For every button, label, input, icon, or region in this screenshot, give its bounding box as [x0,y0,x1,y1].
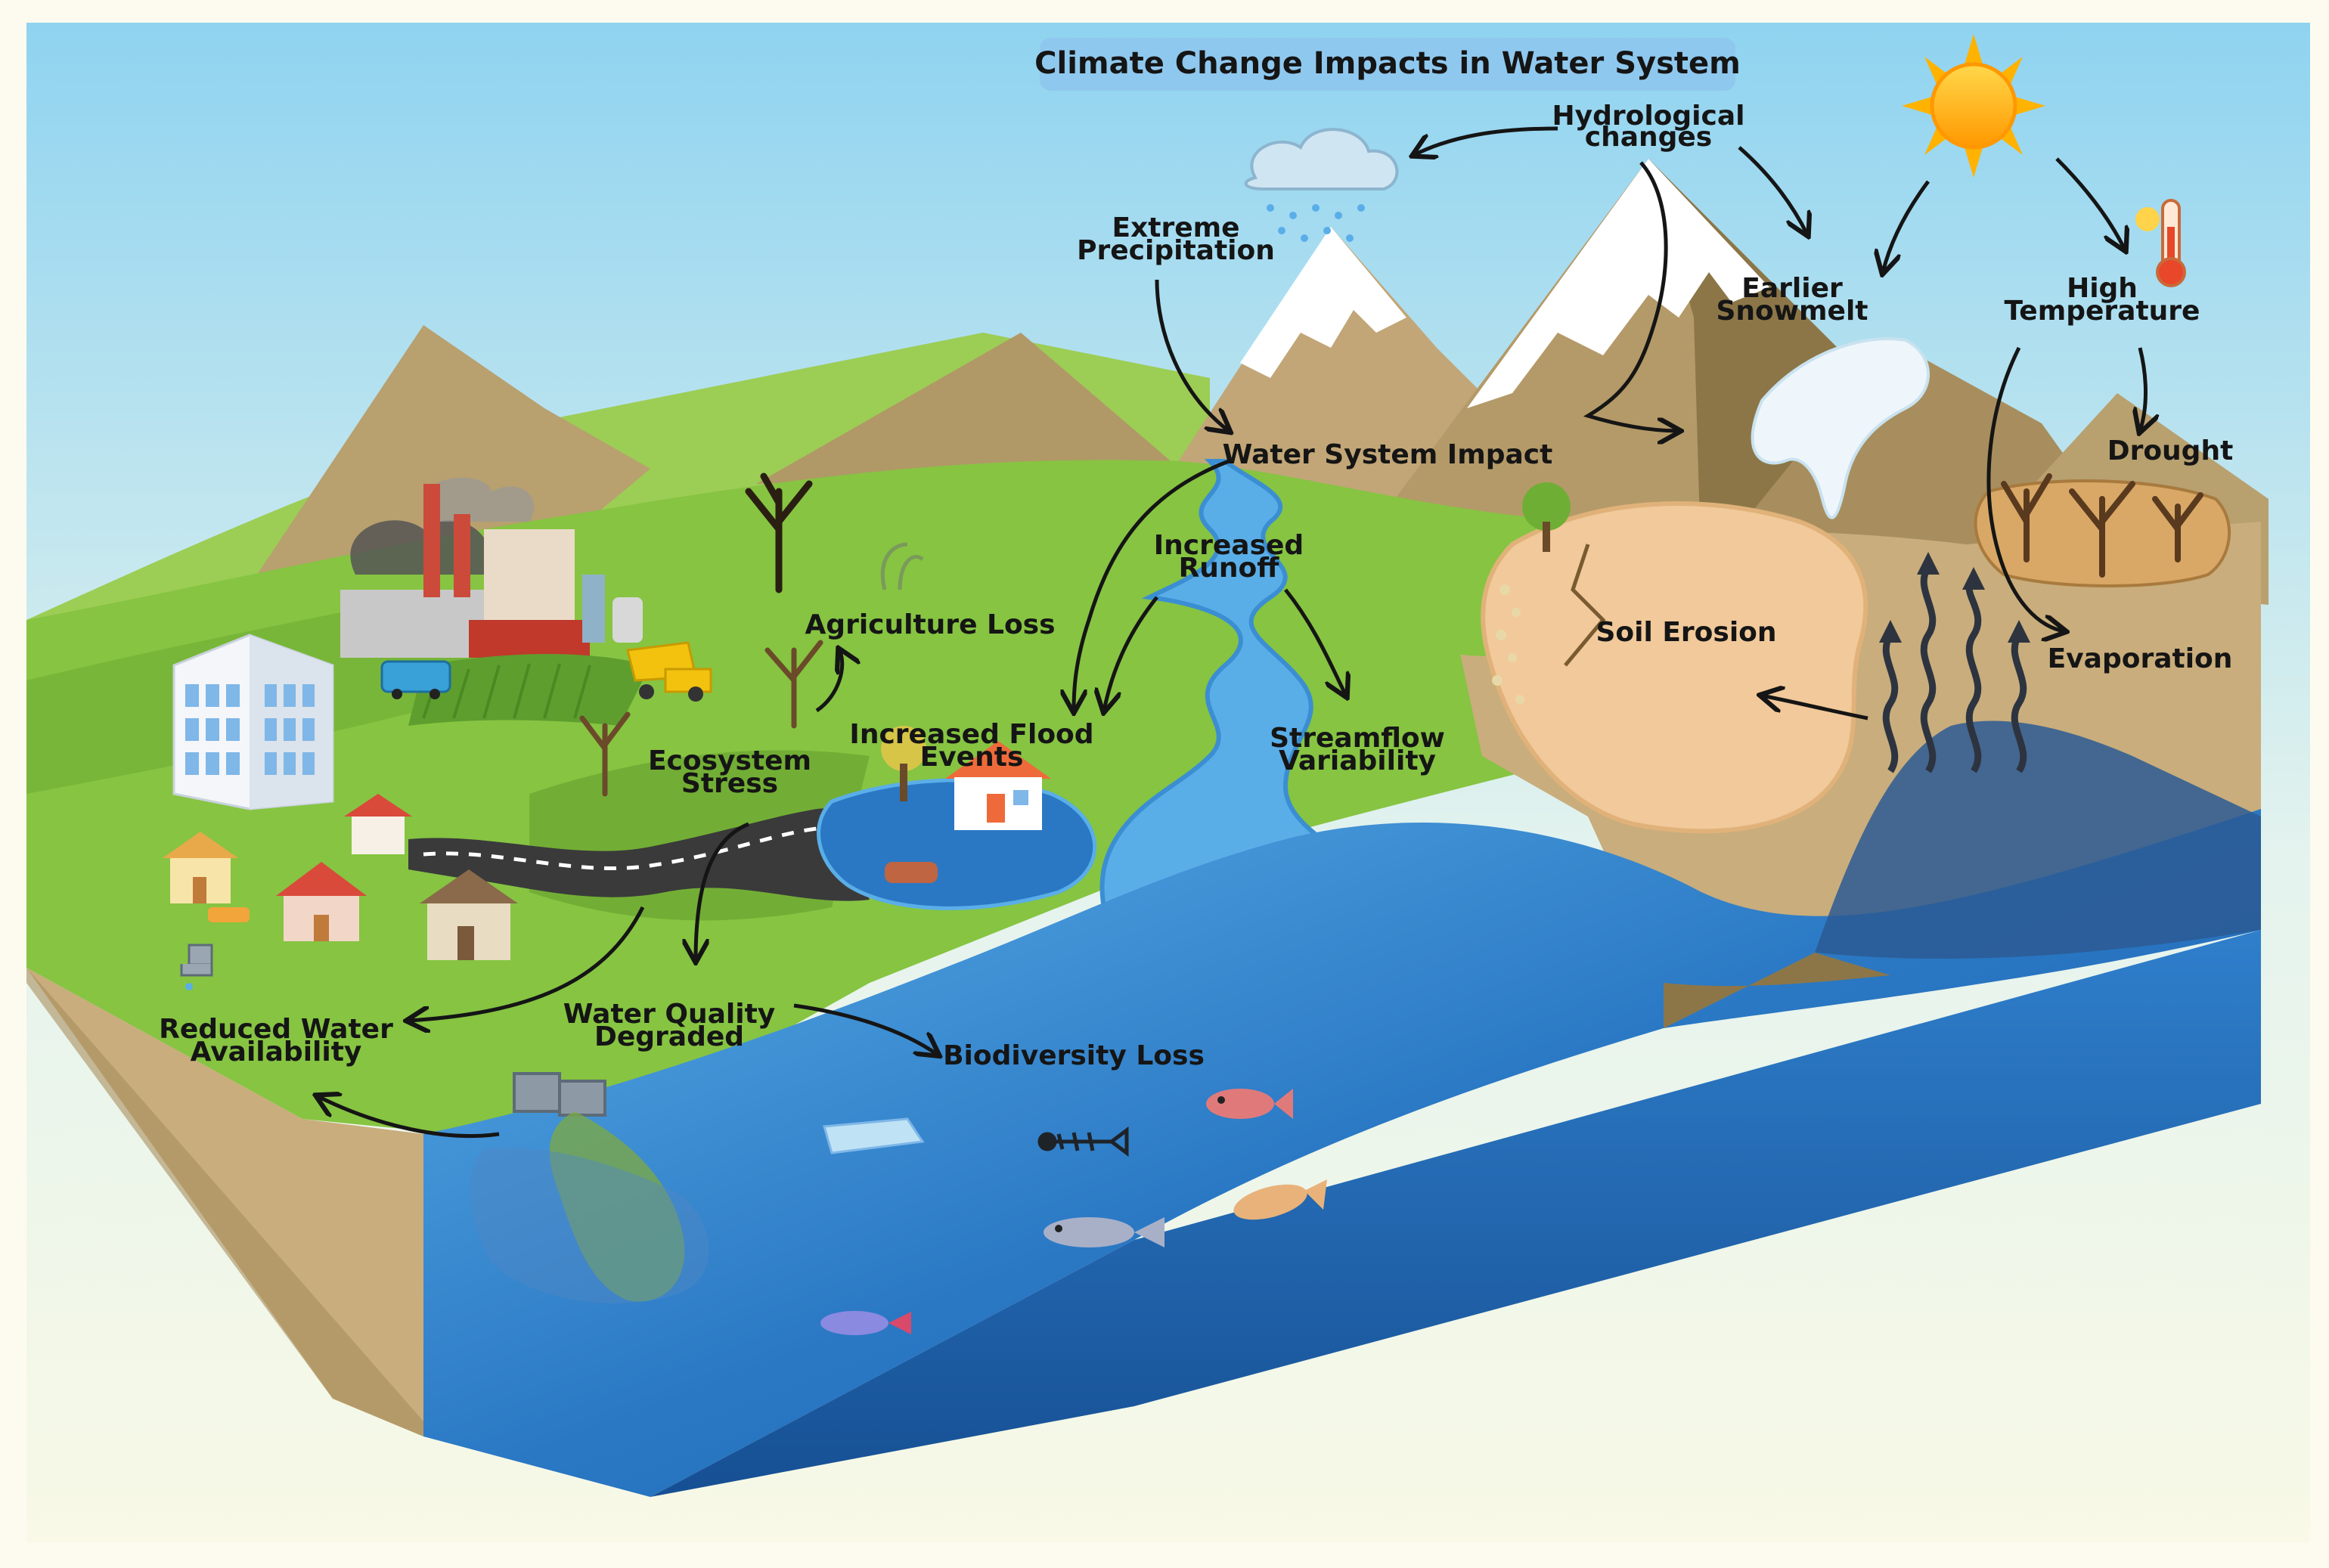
label-hydrological-line2: changes [1585,122,1713,153]
snow-cap-2 [1467,159,1769,408]
label-soil-erosion: Soil Erosion [1596,617,1776,648]
dump-truck-icon [626,641,712,702]
evaporation-arrows [1882,565,2027,773]
right-cliff [1664,953,1890,1028]
small-car-icon [208,907,250,922]
polluted-water-plume [549,1111,685,1302]
label-runoff-line2: Runoff [1179,553,1280,584]
label-ecosystem-line1: Ecosystem [648,745,811,776]
snow-cap-3 [1751,337,1930,519]
polluted-water-spread [470,1148,709,1304]
plastic-bottle-icon [823,1117,925,1154]
label-water-quality-line2: Degraded [594,1021,744,1052]
rain-cloud-icon [1244,128,1399,242]
wilted-plant-icon [880,542,924,590]
label-evaporation: Evaporation [2048,643,2233,674]
label-extreme-line2: Precipitation [1077,235,1275,266]
label-reduced-line2: Availability [191,1037,362,1068]
label-biodiversity-loss: Biodiversity Loss [943,1040,1205,1071]
diagram-title: Climate Change Impacts in Water System [1034,46,1741,81]
road [408,808,870,901]
fish-icon-2 [1233,1179,1327,1220]
left-cliff-shadow [26,968,423,1436]
label-hydrological-line1: Hydrological [1552,101,1744,132]
fish-icon-3 [1044,1217,1164,1247]
house-icon-1 [163,832,238,903]
label-water-quality-line1: Water Quality [563,999,776,1030]
dead-trees-drought [2001,473,2203,578]
factory-icon [340,477,643,658]
flow-arrows [318,126,2146,1139]
flooded-house-icon [945,741,1051,830]
title-pill [1040,38,1735,91]
label-water-system-impact: Water System Impact [1223,439,1553,470]
submerged-car-icon [885,862,938,883]
label-flood-line1: Increased Flood [849,719,1093,750]
soil-crack [1564,544,1606,667]
label-drought: Drought [2107,435,2234,466]
label-earlier-line2: Snowmelt [1716,296,1868,327]
house-icon-4 [344,794,412,854]
dead-tree-icon [745,473,813,593]
fish-skeleton-icon [1037,1126,1129,1157]
label-streamflow-line1: Streamflow [1270,723,1445,754]
soil-pebbles [1492,584,1524,704]
labels: Hydrological changes Extreme Precipitati… [159,101,2233,1071]
house-icon-2 [276,862,367,941]
label-ecosystem-line2: Stress [681,768,778,799]
soil-erosion-patch [1481,501,1868,834]
fish-icon-4 [820,1311,911,1335]
label-hightemp-line1: High [2067,273,2138,304]
center-left-mountain [756,333,1180,484]
snow-cap-1 [1240,227,1406,378]
label-reduced-line1: Reduced Water [159,1014,393,1045]
field-rows [422,663,591,719]
sea-front-face [423,930,2261,1497]
sun-icon [1902,34,2045,178]
erosion-tree-top [1522,482,1571,531]
label-streamflow-line2: Variability [1279,745,1436,776]
thermometer-icon [2135,199,2186,287]
label-hightemp-line2: Temperature [2005,296,2200,327]
label-flood-line2: Events [920,742,1024,773]
flooded-tree-icon [881,726,926,801]
sea-side-depth [1815,720,2261,959]
evaporation-arrow-heads [1879,552,2030,643]
office-building-icon [172,634,334,810]
water-tap-icon [180,944,213,990]
pollution-pipe-icon [513,1072,606,1117]
label-extreme-line1: Extreme [1112,212,1239,243]
dead-shrubs [579,640,823,797]
bus-icon [380,660,451,699]
house-icon-3 [420,869,518,960]
label-agriculture-loss: Agriculture Loss [805,609,1055,640]
erosion-tree-trunk [1543,522,1550,552]
fish-icon-1 [1206,1089,1293,1119]
label-runoff-line1: Increased [1154,530,1304,561]
road-center-line [423,826,825,871]
label-earlier-line1: Earlier [1741,273,1843,304]
